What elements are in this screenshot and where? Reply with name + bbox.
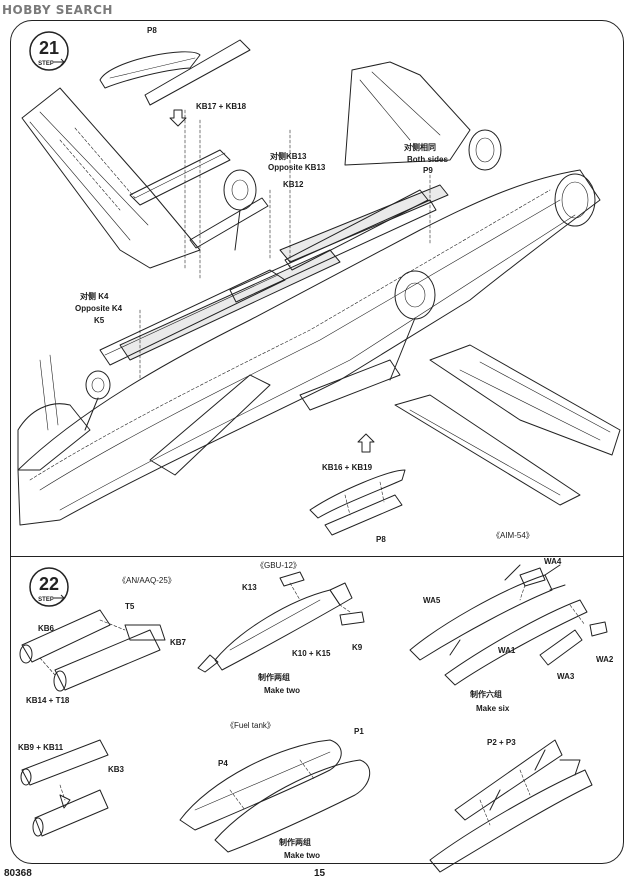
rail-part-p8-top [99, 39, 251, 106]
label-opposite-k4-cn: 对侧 K4 [80, 292, 109, 301]
label-kb12: KB12 [283, 180, 304, 189]
label-wa5: WA5 [423, 596, 441, 605]
label-p2-p3: P2 + P3 [487, 738, 516, 747]
label-kb7: KB7 [170, 638, 187, 647]
label-wa3: WA3 [557, 672, 575, 681]
make-two-en-gbu: Make two [264, 686, 301, 695]
step-22-number: 22 [39, 574, 59, 594]
label-kb6: KB6 [38, 624, 55, 633]
make-two-cn-gbu: 制作两组 [258, 673, 290, 682]
rail-part-p9 [284, 189, 429, 271]
make-two-cn-tank: 制作两组 [279, 838, 311, 847]
page-number: 15 [314, 868, 326, 879]
rail-part-k4 [99, 269, 286, 366]
label-k9: K9 [352, 643, 363, 652]
rail-part-kb13 [129, 149, 269, 249]
up-arrow-icon [357, 433, 375, 453]
fuel-tank-drawing [179, 739, 370, 853]
title-gbu-12: 《GBU-12》 [256, 561, 301, 570]
label-k10-k15: K10 + K15 [292, 649, 331, 658]
label-p4: P4 [218, 759, 228, 768]
label-both-sides-en: Both sides [407, 155, 448, 164]
label-p9: P9 [423, 166, 433, 175]
missile-rack-drawing [429, 739, 593, 873]
step-21-word: STEP [38, 61, 54, 67]
label-wa2: WA2 [596, 655, 614, 664]
label-k5: K5 [94, 316, 105, 325]
kit-code: 80368 [4, 868, 32, 879]
make-two-en-tank: Make two [284, 851, 321, 860]
label-kb16-kb19: KB16 + KB19 [322, 463, 373, 472]
an-aaq-25-pod-drawing [19, 609, 166, 692]
label-p1: P1 [354, 727, 364, 736]
label-wa1: WA1 [498, 646, 516, 655]
label-p8-bottom: P8 [376, 535, 386, 544]
step-21-badge: 21 STEP [29, 31, 69, 71]
make-six-cn: 制作六组 [470, 690, 502, 699]
step-22-word: STEP [38, 597, 54, 603]
label-kb14-t18: KB14 + T18 [26, 696, 70, 705]
aim-54-missile-drawing [409, 564, 608, 686]
hobby-search-watermark: HOBBY SEARCH [2, 3, 113, 17]
label-both-sides-cn: 对侧相同 [404, 143, 436, 152]
gbu-12-bomb-drawing [197, 571, 365, 673]
title-fuel-tank: 《Fuel tank》 [226, 721, 275, 730]
label-p8-top: P8 [147, 26, 157, 35]
step-arrow-icon [54, 594, 66, 602]
step-21-number: 21 [39, 38, 59, 58]
step-22-badge: 22 STEP [29, 567, 69, 607]
label-kb9-kb11: KB9 + KB11 [18, 743, 64, 752]
step-arrow-icon [54, 58, 66, 66]
aircraft-underside-drawing [17, 61, 621, 526]
label-kb3: KB3 [108, 765, 125, 774]
label-t5: T5 [125, 602, 135, 611]
down-arrow-icon [169, 109, 187, 127]
page-frame [10, 20, 624, 864]
rail-part-kb16-kb19 [309, 469, 406, 536]
label-opposite-k4-en: Opposite K4 [75, 304, 123, 313]
label-opposite-kb13-en: Opposite KB13 [268, 163, 326, 172]
title-aim-54: 《AIM-54》 [492, 531, 534, 540]
small-pod-kb9-drawing [20, 739, 109, 837]
label-wa4: WA4 [544, 557, 562, 566]
label-kb17-kb18: KB17 + KB18 [196, 102, 247, 111]
label-k13: K13 [242, 583, 257, 592]
make-six-en: Make six [476, 704, 510, 713]
label-opposite-kb13-cn: 对侧KB13 [270, 152, 307, 161]
title-an-aaq-25: 《AN/AAQ-25》 [118, 576, 176, 585]
step-divider [10, 556, 624, 557]
